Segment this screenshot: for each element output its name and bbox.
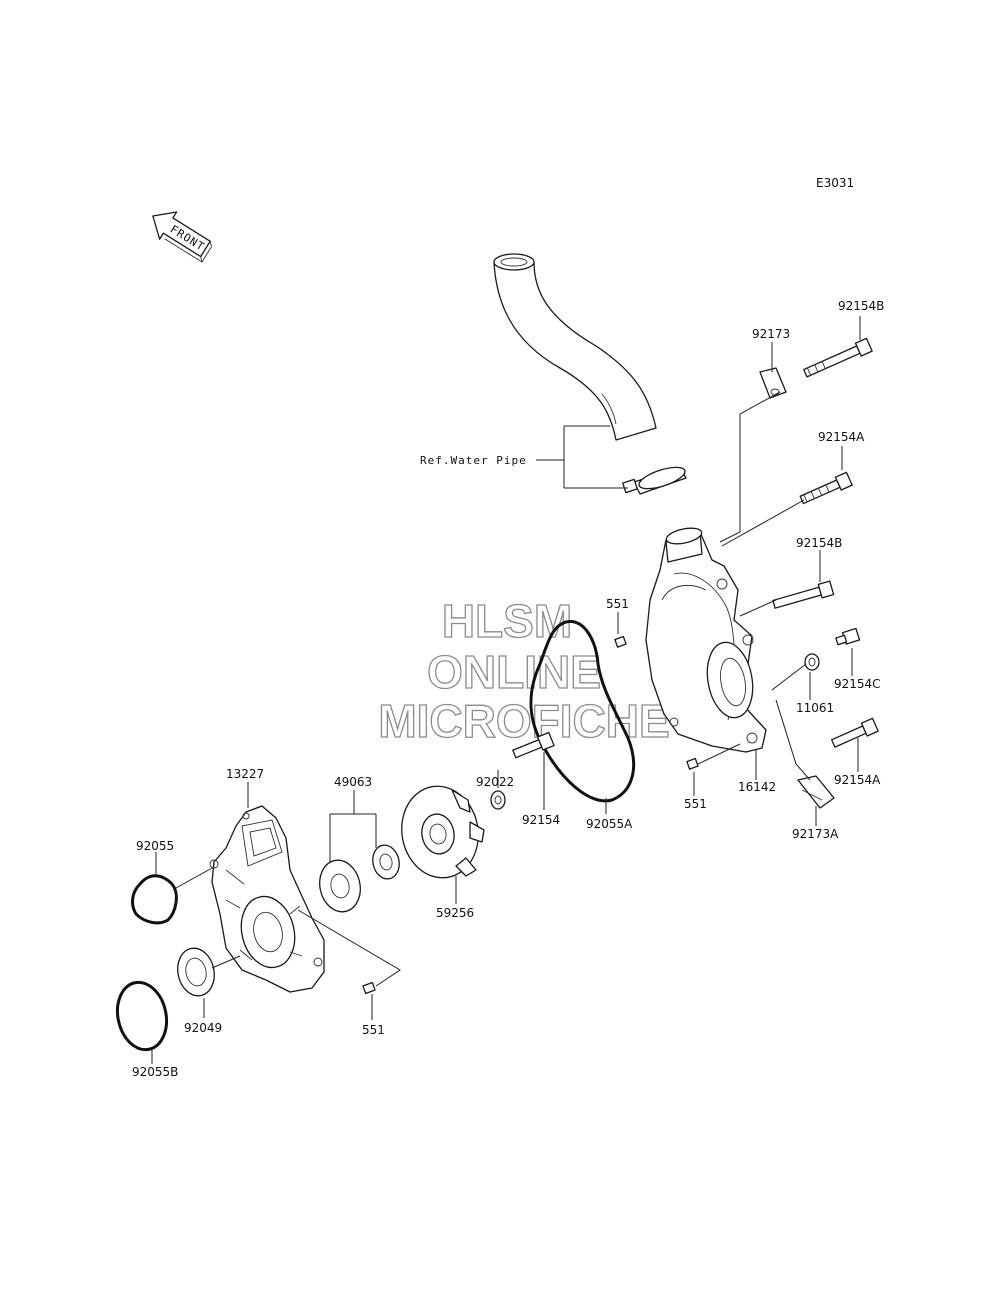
- dowel-551-right: [614, 635, 627, 648]
- label-92173: 92173: [752, 327, 790, 341]
- washer-11061: [804, 653, 820, 671]
- leader-lines: [151, 316, 861, 1064]
- diagram-code: E3031: [816, 176, 854, 190]
- clamp-92173: [759, 367, 787, 399]
- watermark: HLSM ONLINE MICROFICHE: [378, 594, 671, 747]
- label-551-bot: 551: [362, 1023, 385, 1037]
- label-92154: 92154: [522, 813, 560, 827]
- label-49063: 49063: [334, 775, 372, 789]
- pump-cover: [645, 527, 767, 753]
- label-551-right: 551: [606, 597, 629, 611]
- label-92154A-top: 92154A: [818, 430, 865, 444]
- water-pipe-hose: [493, 253, 657, 441]
- watermark-line-3: MICROFICHE: [378, 695, 669, 747]
- label-92154B-mid: 92154B: [796, 536, 842, 550]
- dowel-551-bot: [362, 981, 376, 995]
- front-arrow-icon: FRONT: [152, 211, 212, 263]
- pump-body-13227: [209, 805, 325, 993]
- clamp-92173A: [797, 775, 835, 809]
- label-92055B: 92055B: [132, 1065, 178, 1079]
- impeller-59256: [401, 785, 485, 879]
- hose-clamp: [622, 466, 687, 495]
- label-92154A-bot: 92154A: [834, 773, 881, 787]
- label-92022: 92022: [476, 775, 514, 789]
- bolt-92154A-bot: [831, 717, 879, 748]
- label-92154B-top: 92154B: [838, 299, 884, 313]
- seal-49063-a: [319, 859, 361, 913]
- o-ring-92055B: [115, 980, 169, 1052]
- bolt-92154: [512, 731, 555, 759]
- oil-seal-92049: [177, 947, 215, 997]
- part-labels: 92154B 92173 92154A 92154B 551 92154C 11…: [132, 299, 884, 1079]
- label-92049: 92049: [184, 1021, 222, 1035]
- washer-92022: [490, 790, 506, 810]
- o-ring-92055: [131, 874, 178, 925]
- ref-water-pipe-label: Ref.Water Pipe: [420, 454, 527, 467]
- label-59256: 59256: [436, 906, 474, 920]
- ref-water-pipe-bracket: Ref.Water Pipe: [420, 425, 628, 489]
- dowel-551-mid: [686, 757, 699, 770]
- label-92154C: 92154C: [834, 677, 881, 691]
- label-92055A: 92055A: [586, 817, 633, 831]
- o-ring-92055A: [529, 620, 636, 803]
- bolt-92154B-mid: [772, 580, 835, 609]
- watermark-line-2: ONLINE: [427, 646, 601, 698]
- seal-49063-b: [372, 844, 400, 880]
- label-13227: 13227: [226, 767, 264, 781]
- bolt-92154A-top: [799, 471, 853, 505]
- label-92173A: 92173A: [792, 827, 839, 841]
- label-92055: 92055: [136, 839, 174, 853]
- bolt-92154C: [835, 627, 861, 646]
- label-11061: 11061: [796, 701, 834, 715]
- label-16142: 16142: [738, 780, 776, 794]
- watermark-line-1: HLSM: [442, 595, 572, 647]
- label-551-mid: 551: [684, 797, 707, 811]
- bolt-92154B-top: [803, 337, 873, 378]
